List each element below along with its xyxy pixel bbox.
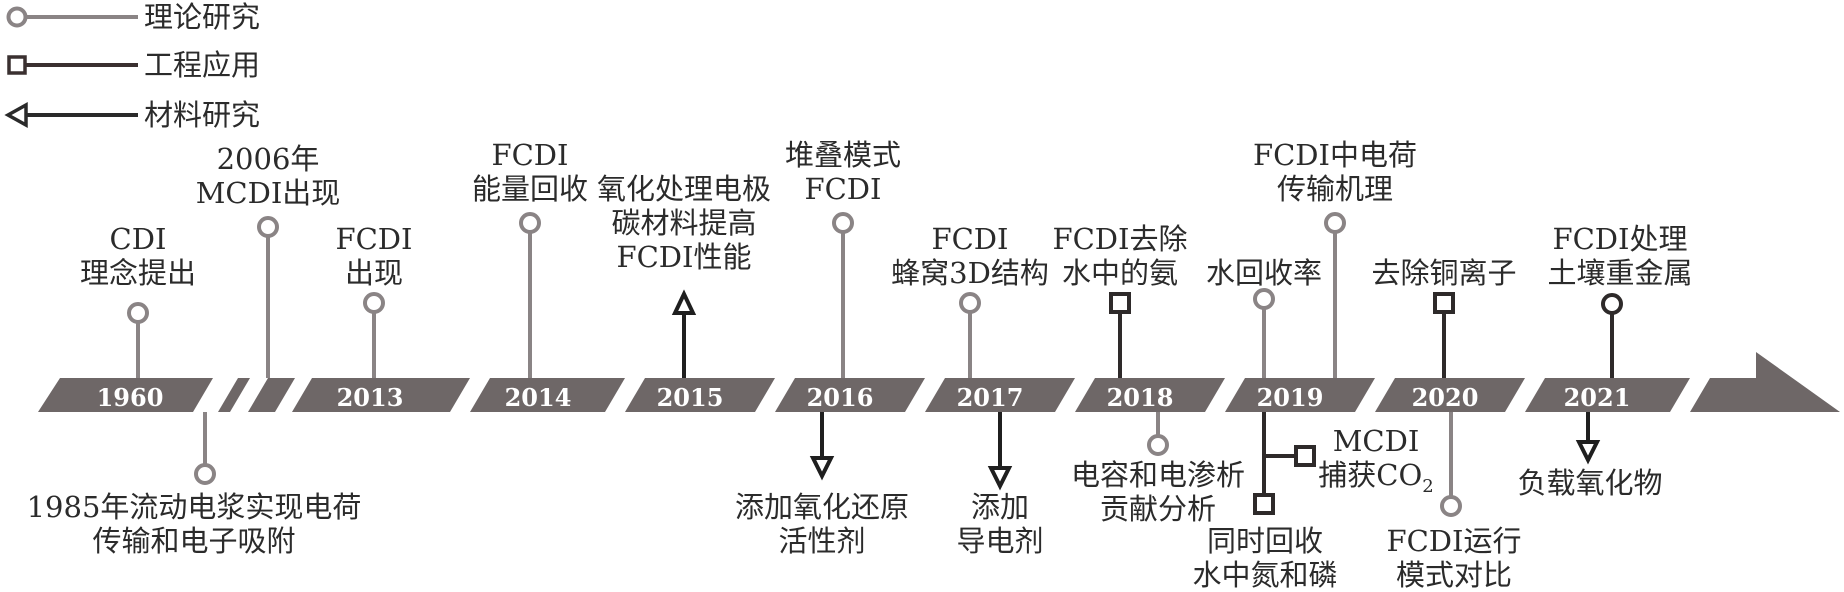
triangle-2021 bbox=[1575, 440, 1601, 465]
band-1960 bbox=[38, 378, 213, 412]
event-2018-up: FCDI去除水中的氨 bbox=[1052, 222, 1188, 290]
theory-circle-2020 bbox=[1440, 495, 1462, 517]
band-2014 bbox=[470, 378, 625, 412]
band-arrow bbox=[1690, 352, 1840, 412]
year-label: 1960 bbox=[97, 383, 164, 412]
event-2019-mechanism: FCDI中电荷传输机理 bbox=[1252, 138, 1418, 206]
legend-theory-label: 理论研究 bbox=[144, 0, 261, 34]
event-2021-up: FCDI处理土壤重金属 bbox=[1547, 222, 1693, 290]
event-1985: 1985年流动电浆实现电荷传输和电子吸附 bbox=[26, 490, 362, 558]
band-gap-2 bbox=[248, 378, 295, 412]
theory-circle-2021 bbox=[1601, 293, 1623, 315]
square-2019-co2 bbox=[1294, 445, 1316, 467]
band-2013 bbox=[292, 378, 470, 412]
theory-circle-1960 bbox=[127, 302, 149, 324]
year-label: 2018 bbox=[1107, 383, 1174, 412]
band-2019 bbox=[1225, 378, 1375, 412]
event-2020-copper: 去除铜离子 bbox=[1371, 256, 1517, 290]
year-label: 2017 bbox=[957, 383, 1024, 412]
event-2017-down: 添加导电剂 bbox=[956, 490, 1044, 558]
timeline-band bbox=[38, 352, 1840, 412]
theory-circle-2014 bbox=[519, 212, 541, 234]
square-2020 bbox=[1433, 292, 1455, 314]
theory-circle-2018 bbox=[1147, 434, 1169, 456]
square-2018 bbox=[1109, 292, 1131, 314]
triangle-2016 bbox=[809, 456, 835, 481]
triangle-2017 bbox=[987, 466, 1013, 491]
year-label: 2014 bbox=[505, 383, 572, 412]
event-2021-down: 负载氧化物 bbox=[1517, 466, 1663, 500]
theory-circle-2019-recovery bbox=[1253, 288, 1275, 310]
triangle-2015 bbox=[671, 289, 697, 315]
band-2018 bbox=[1075, 378, 1225, 412]
event-2019-recovery: 水回收率 bbox=[1205, 256, 1322, 290]
band-gap-1 bbox=[218, 378, 250, 412]
theory-circle-2006 bbox=[257, 216, 279, 238]
year-label: 2016 bbox=[807, 383, 874, 412]
band-2016 bbox=[775, 378, 925, 412]
band-2020 bbox=[1375, 378, 1525, 412]
legend-materials-label: 材料研究 bbox=[144, 98, 261, 132]
materials-markers bbox=[671, 289, 1601, 491]
event-2018-down: 电容和电渗析贡献分析 bbox=[1070, 458, 1245, 526]
square-2019-pn bbox=[1253, 493, 1275, 515]
event-2020-mode: FCDI运行模式对比 bbox=[1386, 524, 1522, 592]
theory-circle-1985 bbox=[194, 463, 216, 485]
legend-materials-marker bbox=[4, 102, 138, 128]
band-2017 bbox=[925, 378, 1075, 412]
band-2021 bbox=[1525, 378, 1690, 412]
theory-markers bbox=[127, 212, 1462, 517]
year-label: 2019 bbox=[1257, 383, 1324, 412]
year-label: 2021 bbox=[1564, 383, 1631, 412]
event-2019-pn: 同时回收水中氮和磷 bbox=[1192, 524, 1338, 592]
theory-circle-2013 bbox=[363, 292, 385, 314]
theory-circle-2017 bbox=[959, 292, 981, 314]
year-label: 2020 bbox=[1412, 383, 1479, 412]
event-2016-down: 添加氧化还原活性剂 bbox=[734, 490, 909, 558]
year-label: 2015 bbox=[657, 383, 724, 412]
theory-circle-2016 bbox=[832, 212, 854, 234]
engineering-markers bbox=[1109, 292, 1455, 515]
theory-circle-2019-mechanism bbox=[1324, 212, 1346, 234]
theory-marker-2021 bbox=[1601, 293, 1623, 378]
legend-engineering-label: 工程应用 bbox=[144, 48, 261, 82]
year-label: 2013 bbox=[337, 383, 404, 412]
legend-engineering-marker bbox=[7, 55, 138, 75]
legend-theory-marker bbox=[6, 6, 138, 28]
event-2019-co2: MCDI 捕获CO2 bbox=[1318, 424, 1434, 497]
band-2015 bbox=[625, 378, 775, 412]
